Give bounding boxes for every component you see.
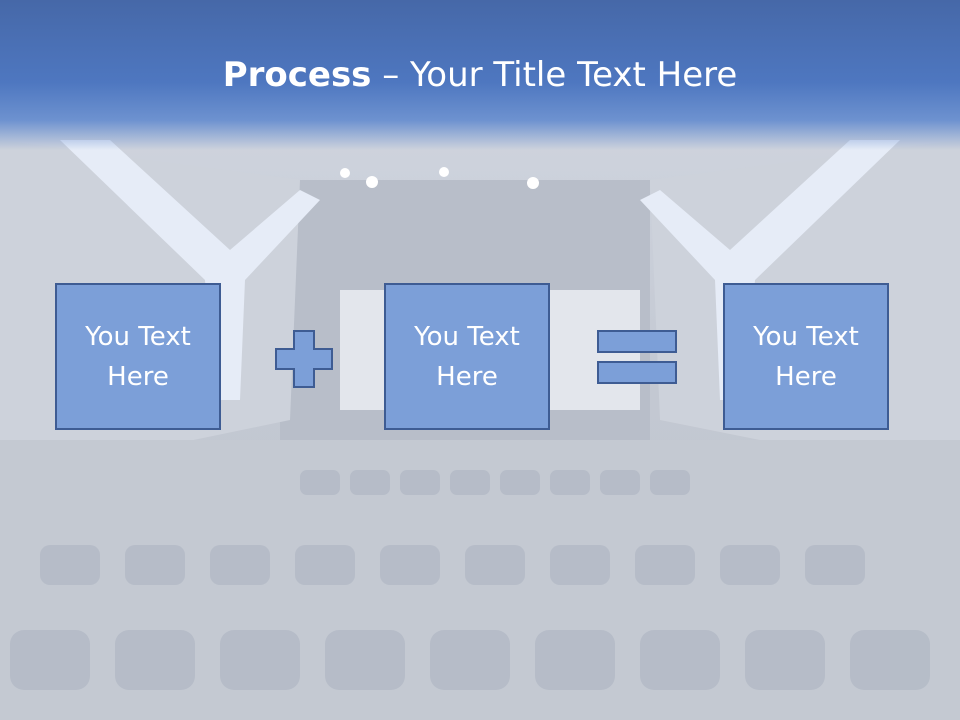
title-bold: Process [222, 55, 372, 95]
equals-icon [597, 330, 677, 384]
process-box-1-text: You Text Here [85, 321, 191, 392]
process-box-2-text: You Text Here [414, 321, 520, 392]
title-bar [0, 0, 960, 150]
plus-icon [275, 330, 333, 388]
title-rest: – Your Title Text Here [371, 55, 738, 95]
process-box-2[interactable]: You Text Here [384, 283, 550, 430]
process-box-3[interactable]: You Text Here [723, 283, 889, 430]
slide-title: Process – Your Title Text Here [0, 52, 960, 98]
process-box-3-text: You Text Here [753, 321, 859, 392]
process-box-1[interactable]: You Text Here [55, 283, 221, 430]
